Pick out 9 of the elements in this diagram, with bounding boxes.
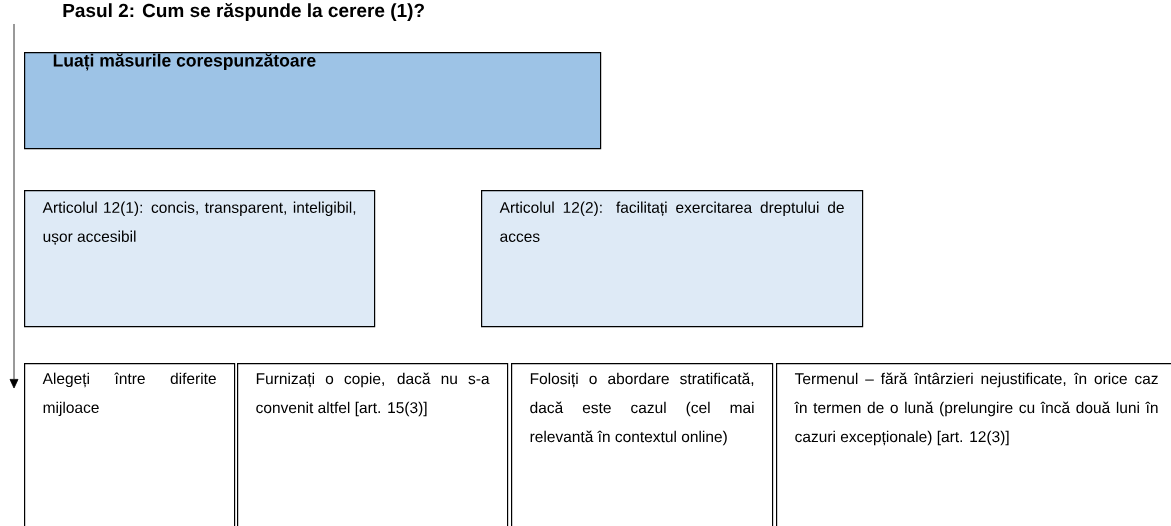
arrow xyxy=(9,23,19,389)
table-cell: Furnizați o copie, dacă nu s-a convenit altfel [art. 15(3)] xyxy=(237,363,509,526)
table-cell: Folosiți o abordare stratificată, dacă este cazul (cel mai relevantă în contextul online) xyxy=(511,363,774,526)
article-box: Articolul 12(1): concis, transparent, inteligibil, ușor accesibil xyxy=(24,190,376,328)
article-box: Articolul 12(2): facilitați exercitarea dreptului de acces xyxy=(481,190,864,328)
heading-box: Luați măsurile corespunzătoare xyxy=(24,52,602,150)
table-cell: Alegeți între diferite mijloace xyxy=(24,363,236,526)
table-cell: Termenul – fără întârzieri nejustificate, în orice caz în termen de o lună (prelungire cu încă două luni în cazuri excepționale) [art. 12(3)] xyxy=(776,363,1171,526)
heading: Pasul 2: Cum se răspunde la cerere (1)? xyxy=(63,3,424,21)
